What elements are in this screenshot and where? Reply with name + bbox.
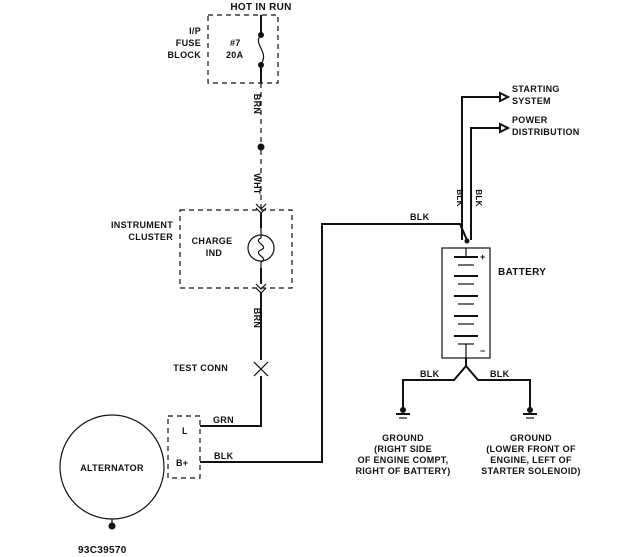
power-distribution-arrow-icon	[499, 122, 511, 134]
fuse-symbol	[257, 15, 265, 83]
starting-system-arrow-icon	[499, 91, 511, 103]
instrument-cluster-box	[179, 209, 293, 289]
alternator-terminal-b: B+	[176, 458, 188, 468]
fuse-number: #7	[230, 38, 241, 48]
ground-left-label-line4: RIGHT OF BATTERY)	[355, 466, 450, 476]
instrument-cluster-label-line2: CLUSTER	[128, 232, 173, 242]
test-connector-label: TEST CONN	[173, 363, 228, 373]
alternator-ground-icon	[108, 519, 116, 530]
wire-label-wht: WHT	[252, 173, 262, 195]
ground-left-icon	[396, 407, 410, 419]
ground-left-label-line2: (RIGHT SIDE	[374, 444, 432, 454]
wire-label-blk-v1: BLK	[455, 189, 464, 206]
hot-in-run-label: HOT IN RUN	[230, 2, 291, 13]
wire-label-blk-ground-right: BLK	[490, 369, 510, 379]
splice-dot	[257, 143, 265, 151]
wire-blk-to-power-distribution	[470, 127, 500, 240]
charge-indicator-label-line2: IND	[206, 248, 223, 258]
wire-label-brn-top: BRN	[252, 94, 262, 114]
battery-minus-sign: −	[480, 346, 486, 356]
wire-grn	[200, 376, 262, 427]
ground-right-label-line1: GROUND	[510, 433, 552, 443]
alternator-terminal-l: L	[182, 426, 188, 436]
power-distribution-label-line1: POWER	[512, 115, 548, 125]
starting-system-label-line1: STARTING	[512, 84, 560, 94]
ground-right-label-line4: STARTER SOLENOID)	[481, 466, 580, 476]
fuse-block-label-line2: FUSE	[176, 38, 201, 48]
alternator-connector-box	[167, 415, 201, 479]
fuse-block-label-line1: I/P	[189, 26, 201, 36]
starting-system-label-line2: SYSTEM	[512, 96, 551, 106]
figure-id: 93C39570	[78, 545, 127, 556]
wire-label-grn: GRN	[213, 415, 234, 425]
wire-label-blk-v2: BLK	[474, 189, 483, 206]
instrument-cluster-label-line1: INSTRUMENT	[111, 220, 173, 230]
charge-indicator-label-line1: CHARGE	[192, 236, 233, 246]
battery-positive-terminal	[464, 238, 470, 244]
alternator-label: ALTERNATOR	[80, 463, 144, 473]
wire-label-blk-alt: BLK	[214, 451, 234, 461]
ground-right-label-line3: ENGINE, LEFT OF	[490, 455, 572, 465]
wire-label-brn-low: BRN	[252, 308, 262, 328]
battery-label: BATTERY	[498, 267, 546, 278]
wire-blk-ground-left	[402, 358, 467, 408]
wire-label-blk-top: BLK	[410, 212, 430, 222]
ground-right-label-line2: (LOWER FRONT OF	[486, 444, 576, 454]
wire-blk-to-starting-system	[461, 96, 500, 240]
ground-left-label-line3: OF ENGINE COMPT,	[358, 455, 449, 465]
fuse-rating: 20A	[226, 50, 244, 60]
battery-cells-icon	[454, 248, 478, 358]
battery-plus-sign: +	[480, 252, 486, 262]
fuse-block-label-line3: BLOCK	[168, 50, 202, 60]
power-distribution-label-line2: DISTRIBUTION	[512, 127, 580, 137]
wire-blk-ground-right	[465, 365, 531, 408]
ground-right-icon	[523, 407, 537, 419]
fuse-block-box	[207, 14, 279, 84]
ground-left-label-line1: GROUND	[382, 433, 424, 443]
charge-indicator-bulb-icon	[247, 213, 275, 284]
test-connector-icon	[253, 361, 269, 377]
wire-label-blk-ground-left: BLK	[420, 369, 440, 379]
